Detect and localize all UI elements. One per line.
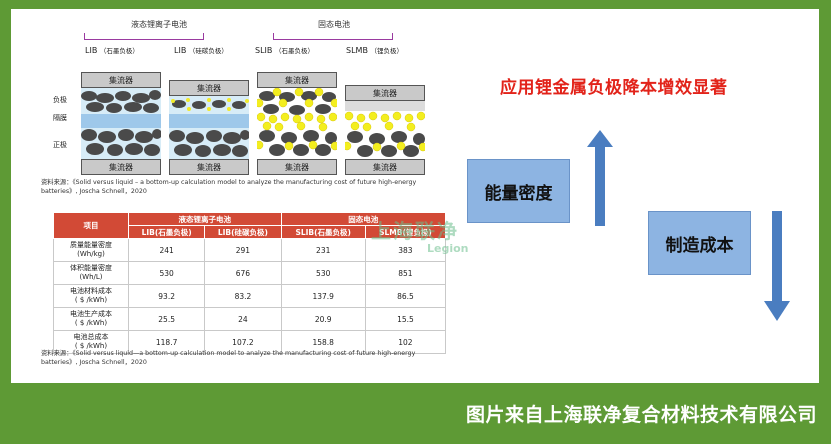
cell-label-lib-sic: LIB （硅碳负极） bbox=[174, 46, 228, 55]
side-label-separator: 隔膜 bbox=[53, 114, 67, 122]
collector-bottom: 集流器 bbox=[169, 159, 249, 175]
row-label: 电池材料成本( $ /kWh) bbox=[53, 284, 129, 308]
table-cell: 851 bbox=[364, 261, 447, 285]
collector-bottom: 集流器 bbox=[345, 159, 425, 175]
energy-density-label: 能量密度 bbox=[484, 183, 553, 204]
group-bracket-solid bbox=[273, 33, 393, 40]
cell-diagram-slmb: 集流器 集流器 bbox=[345, 85, 425, 175]
table-cell: 676 bbox=[204, 261, 282, 285]
table-cell: 291 bbox=[204, 238, 282, 262]
cell-layers-lib-sic bbox=[169, 96, 249, 159]
table-cell: 102 bbox=[364, 330, 447, 354]
side-label-cathode: 正极 bbox=[53, 141, 67, 149]
header-col: LIB(硅碳负极) bbox=[204, 225, 282, 239]
group-title-solid: 固态电池 bbox=[318, 20, 350, 29]
cell-label-lib-graphite: LIB （石墨负极） bbox=[85, 46, 139, 55]
header-col: SLMB(锂负极) bbox=[364, 225, 447, 239]
table-row: 体积能量密度(Wh/L) 530 676 530 851 bbox=[53, 261, 447, 285]
collector-top: 集流器 bbox=[257, 72, 337, 88]
footer-bar: 图片来自上海联净复合材料技术有限公司 bbox=[0, 383, 831, 444]
table-source-note: 资料来源：《Solid versus liquid—a bottom-up ca… bbox=[41, 350, 416, 366]
table-cell: 24 bbox=[204, 307, 282, 331]
cell-layers-lib-graphite bbox=[81, 88, 161, 159]
table-cell: 137.9 bbox=[280, 284, 366, 308]
cell-diagram-lib-sic: 集流器 集流器 bbox=[169, 80, 249, 175]
energy-density-box: 能量密度 bbox=[467, 159, 570, 223]
row-label: 质量能量密度(Wh/kg) bbox=[53, 238, 129, 262]
group-title-liquid: 液态锂离子电池 bbox=[131, 20, 187, 29]
table-cell: 20.9 bbox=[280, 307, 366, 331]
watermark-logo: 上海联净 Legion bbox=[371, 219, 469, 255]
table-cell: 530 bbox=[280, 261, 366, 285]
figure-source-note: 资料来源：《Solid versus liquid – a bottom-up … bbox=[41, 179, 417, 195]
table-cell: 530 bbox=[127, 261, 206, 285]
header-item: 项目 bbox=[53, 212, 129, 239]
table-cell: 86.5 bbox=[364, 284, 447, 308]
table-cell: 231 bbox=[280, 238, 366, 262]
footer-credit: 图片来自上海联净复合材料技术有限公司 bbox=[465, 404, 817, 426]
cell-label-slib-graphite: SLIB （石墨负极） bbox=[255, 46, 314, 55]
arrow-down-icon bbox=[764, 211, 790, 321]
page-title: 应用锂金属负极降本增效显著 bbox=[500, 78, 728, 98]
table-row: 电池生产成本( $ /kWh) 25.5 24 20.9 15.5 bbox=[53, 307, 447, 331]
group-bracket-liquid bbox=[84, 33, 204, 40]
table-cell: 15.5 bbox=[364, 307, 447, 331]
collector-top: 集流器 bbox=[169, 80, 249, 96]
row-label: 体积能量密度(Wh/L) bbox=[53, 261, 129, 285]
header-group-solid: 固态电池 bbox=[280, 212, 447, 226]
cell-label-slmb: SLMB （锂负极） bbox=[346, 46, 403, 55]
collector-bottom: 集流器 bbox=[257, 159, 337, 175]
arrow-up-icon bbox=[587, 130, 613, 226]
header-group-liquid: 液态锂离子电池 bbox=[128, 212, 282, 226]
table-row: 质量能量密度(Wh/kg) 241 291 231 383 bbox=[53, 238, 447, 262]
table-cell: 93.2 bbox=[127, 284, 206, 308]
cell-layers-slib bbox=[257, 88, 337, 159]
manufacturing-cost-box: 制造成本 bbox=[648, 211, 751, 275]
comparison-table: 项目 液态锂离子电池 固态电池 LIB(石墨负极) LIB(硅碳负极) SLIB… bbox=[53, 212, 447, 354]
table-cell: 158.8 bbox=[280, 330, 366, 354]
header-col: LIB(石墨负极) bbox=[127, 225, 206, 239]
header-col: SLIB(石墨负极) bbox=[280, 225, 366, 239]
collector-top: 集流器 bbox=[345, 85, 425, 101]
collector-top: 集流器 bbox=[81, 72, 161, 88]
row-label: 电池生产成本( $ /kWh) bbox=[53, 307, 129, 331]
table-cell: 25.5 bbox=[127, 307, 206, 331]
collector-bottom: 集流器 bbox=[81, 159, 161, 175]
slide-canvas: 液态锂离子电池 固态电池 LIB （石墨负极） LIB （硅碳负极） SLIB … bbox=[11, 9, 819, 383]
cell-layers-slmb bbox=[345, 101, 425, 159]
table-cell: 241 bbox=[127, 238, 206, 262]
table-row: 电池总成本( $ /kWh) 118.7 107.2 158.8 102 bbox=[53, 330, 447, 354]
manufacturing-cost-label: 制造成本 bbox=[665, 235, 734, 256]
table-cell: 383 bbox=[364, 238, 447, 262]
table-cell: 118.7 bbox=[127, 330, 206, 354]
cell-diagram-slib: 集流器 集流器 bbox=[257, 72, 337, 175]
table-row: 电池材料成本( $ /kWh) 93.2 83.2 137.9 86.5 bbox=[53, 284, 447, 308]
cell-diagram-lib-graphite: 集流器 集流器 bbox=[81, 72, 161, 175]
table-cell: 83.2 bbox=[204, 284, 282, 308]
side-label-anode: 负极 bbox=[53, 96, 67, 104]
